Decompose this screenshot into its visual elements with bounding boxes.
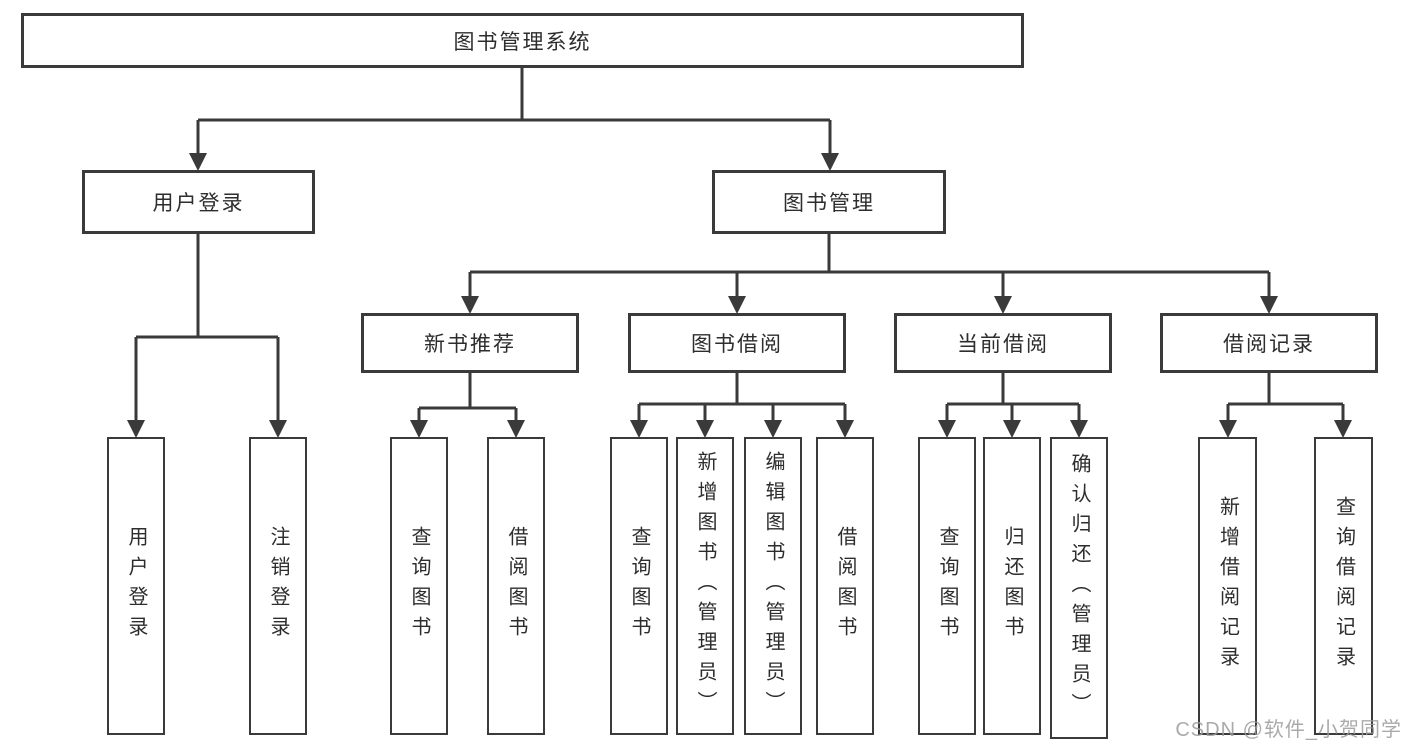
leaf-query-books-borrow: 查询图书 <box>610 437 668 735</box>
node-label: 查询图书 <box>628 526 650 646</box>
node-label: 确认归还（管理员） <box>1068 453 1090 723</box>
node-label: 借阅图书 <box>505 526 527 646</box>
leaf-add-books-admin: 新增图书（管理员） <box>676 437 734 735</box>
node-label: 图书管理 <box>783 192 875 215</box>
leaf-query-borrow-record: 查询借阅记录 <box>1314 437 1373 735</box>
leaf-logout-login: 注销登录 <box>249 437 307 735</box>
leaf-user-login: 用户登录 <box>107 437 165 735</box>
node-label: 借阅记录 <box>1223 333 1315 356</box>
node-current-borrow: 当前借阅 <box>894 313 1112 373</box>
node-label: 图书管理系统 <box>453 30 592 54</box>
node-label: 注销登录 <box>267 526 289 646</box>
node-label: 图书借阅 <box>691 333 783 356</box>
node-label: 当前借阅 <box>957 333 1049 356</box>
node-user-login-branch: 用户登录 <box>82 170 315 234</box>
node-book-borrow: 图书借阅 <box>628 313 846 373</box>
leaf-add-borrow-record: 新增借阅记录 <box>1198 437 1257 735</box>
leaf-return-books: 归还图书 <box>983 437 1041 735</box>
leaf-query-books-recommend: 查询图书 <box>390 437 448 735</box>
leaf-query-books-current: 查询图书 <box>918 437 976 735</box>
node-borrow-record: 借阅记录 <box>1160 313 1378 373</box>
node-label: 新书推荐 <box>424 333 516 356</box>
node-label: 查询借阅记录 <box>1332 496 1355 676</box>
node-new-book-recommend: 新书推荐 <box>361 313 579 373</box>
leaf-confirm-return-admin: 确认归还（管理员） <box>1050 437 1108 739</box>
node-label: 新增借阅记录 <box>1216 496 1239 676</box>
node-library-system: 图书管理系统 <box>21 13 1024 68</box>
node-label: 新增图书（管理员） <box>694 451 716 721</box>
watermark: CSDN @软件_小贺同学 <box>1175 719 1402 741</box>
node-label: 编辑图书（管理员） <box>762 451 784 721</box>
leaf-borrow-books-recommend: 借阅图书 <box>487 437 545 735</box>
node-label: 归还图书 <box>1001 526 1023 646</box>
leaf-edit-books-admin: 编辑图书（管理员） <box>744 437 802 735</box>
node-label: 查询图书 <box>408 526 430 646</box>
arrowheads <box>127 153 1352 438</box>
node-label: 用户登录 <box>125 526 147 646</box>
node-label: 借阅图书 <box>834 526 856 646</box>
node-label: 用户登录 <box>152 192 245 215</box>
node-label: 查询图书 <box>936 526 958 646</box>
node-book-management: 图书管理 <box>712 170 946 234</box>
connector-segments <box>134 68 1345 422</box>
leaf-borrow-books: 借阅图书 <box>816 437 874 735</box>
